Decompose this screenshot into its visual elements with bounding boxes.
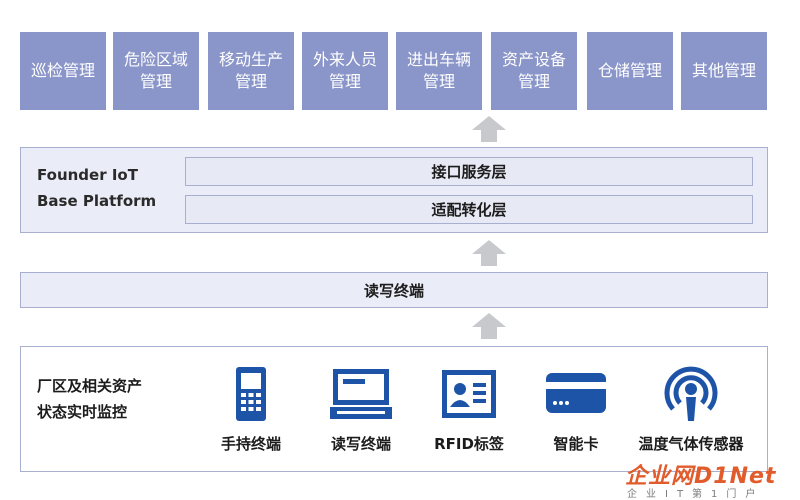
device-smart-card: 智能卡 [536, 365, 616, 454]
watermark-logo: 企业网D1Net 企业IT第1门户 [625, 458, 797, 500]
up-arrow-icon [472, 240, 506, 266]
adapter-conversion-layer: 适配转化层 [185, 195, 753, 224]
reader-terminal-icon [330, 369, 392, 419]
iot-base-platform: Founder IoT Base Platform 接口服务层 适配转化层 [20, 147, 768, 233]
device-label: 手持终端 [220, 435, 281, 453]
interface-service-layer: 接口服务层 [185, 157, 753, 186]
monitoring-panel: 厂区及相关资产 状态实时监控 手持终端 读写终端 [20, 346, 768, 472]
up-arrow-icon [472, 116, 506, 142]
module-mobile-production: 移动生产 管理 [208, 32, 294, 110]
module-other: 其他管理 [681, 32, 767, 110]
module-danger-zone: 危险区域 管理 [113, 32, 199, 110]
device-label: 温度气体传感器 [638, 435, 744, 453]
rfid-tag-icon [442, 370, 496, 418]
module-warehouse: 仓储管理 [587, 32, 673, 110]
device-sensor: 温度气体传感器 [621, 365, 761, 454]
smart-card-icon [546, 373, 606, 413]
sensor-icon [664, 366, 718, 421]
module-vehicles: 进出车辆 管理 [396, 32, 482, 110]
device-reader: 读写终端 [316, 365, 406, 454]
module-visitors: 外来人员 管理 [302, 32, 388, 110]
device-label: 读写终端 [330, 435, 391, 453]
up-arrow-icon [472, 313, 506, 339]
watermark-sub-text: 企业IT第1门户 [627, 489, 765, 500]
handheld-terminal-icon [236, 367, 266, 421]
monitoring-label: 厂区及相关资产 状态实时监控 [37, 377, 143, 421]
module-inspection: 巡检管理 [20, 32, 106, 110]
device-label: 智能卡 [553, 435, 599, 453]
watermark-main-text: 企业网D1Net [625, 464, 777, 489]
device-handheld: 手持终端 [211, 365, 291, 454]
platform-name: Founder IoT Base Platform [37, 166, 157, 210]
reader-terminal-bar: 读写终端 [20, 272, 768, 308]
device-rfid: RFID标签 [419, 365, 519, 454]
device-label: RFID标签 [434, 435, 504, 453]
module-assets: 资产设备 管理 [491, 32, 577, 110]
